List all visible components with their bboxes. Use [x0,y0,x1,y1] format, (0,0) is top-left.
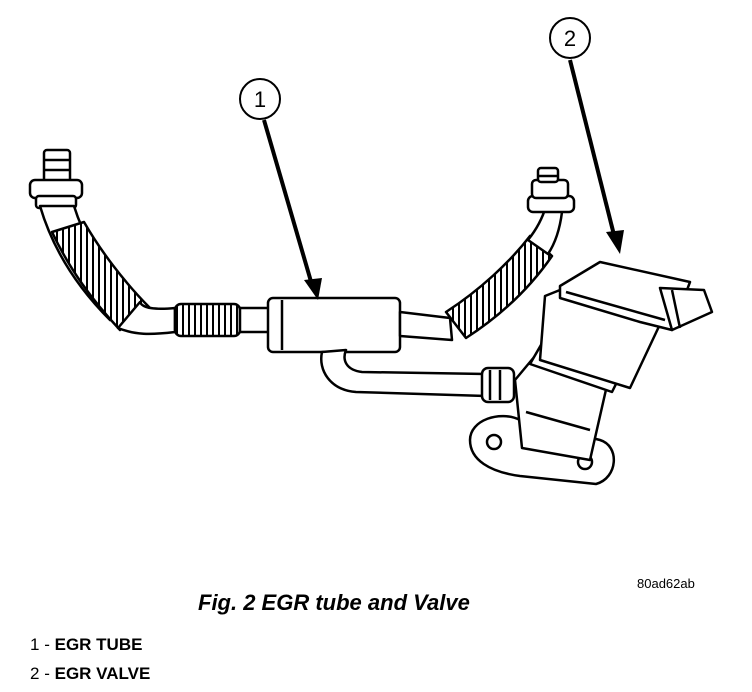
figure-caption: Fig. 2 EGR tube and Valve [198,590,470,615]
valve-feed-tube [320,348,488,398]
left-flange-fitting [28,148,84,210]
right-bellows [444,234,554,340]
tube-nut [480,366,516,404]
legend-item-egr-tube: 1 - EGR TUBE [30,633,150,662]
callout-2-number: 2 [564,26,576,51]
legend-item-number: 2 [30,664,40,683]
right-flange-fitting [526,166,576,214]
electrical-connector [658,286,714,332]
callout-2-arrowhead [606,230,624,254]
callout-2-leader [568,59,616,236]
image-reference-code: 80ad62ab [637,576,695,591]
callout-2: 2 [549,17,624,254]
tube-center-body [266,296,402,354]
egr-valve [468,260,714,486]
callout-1-leader [262,119,314,286]
center-bellows [173,302,242,338]
callout-1: 1 [239,78,322,300]
callout-1-number: 1 [254,87,266,112]
legend-item-label: EGR VALVE [54,664,151,683]
legend-item-separator: - [44,635,50,654]
callout-2-circle [549,17,591,59]
legend-item-separator: - [44,664,50,683]
flange-bolt-hole-left [485,433,503,451]
legend-item-number: 1 [30,635,40,654]
callout-1-arrowhead [304,278,322,300]
legend: 1 - EGR TUBE 2 - EGR VALVE [30,633,150,691]
callout-1-circle [239,78,281,120]
legend-item-label: EGR TUBE [54,635,143,654]
egr-diagram: 1 2 [28,17,714,486]
egr-tube [28,148,576,404]
legend-item-egr-valve: 2 - EGR VALVE [30,662,150,691]
